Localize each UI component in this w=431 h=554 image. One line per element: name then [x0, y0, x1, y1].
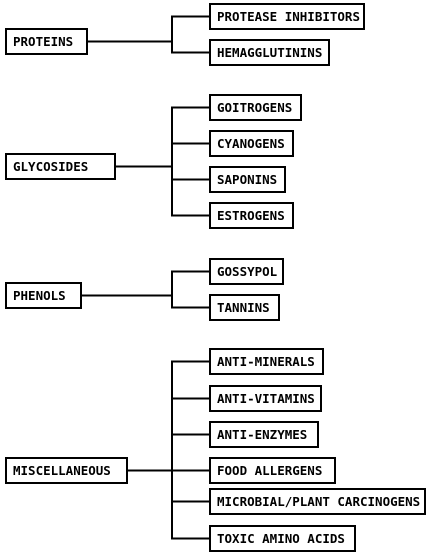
- item-box: [209, 457, 336, 484]
- category-label: MISCELLANEOUS: [13, 463, 111, 478]
- item-label: PROTEASE INHIBITORS: [217, 9, 360, 24]
- item-label: ANTI-ENZYMES: [217, 427, 307, 442]
- category-box: [5, 457, 128, 484]
- item-box: [209, 94, 302, 121]
- item-box: [209, 3, 365, 30]
- item-label: FOOD ALLERGENS: [217, 463, 322, 478]
- item-box: [209, 258, 284, 285]
- category-label: PHENOLS: [13, 288, 66, 303]
- category-label: GLYCOSIDES: [13, 159, 88, 174]
- item-box: [209, 348, 324, 375]
- category-box: [5, 282, 82, 309]
- item-label: HEMAGGLUTININS: [217, 45, 322, 60]
- item-box: [209, 130, 294, 157]
- item-label: CYANOGENS: [217, 136, 285, 151]
- item-label: TANNINS: [217, 300, 270, 315]
- item-label: ANTI-MINERALS: [217, 354, 315, 369]
- category-box: [5, 153, 116, 180]
- item-box: [209, 202, 294, 229]
- item-box: [209, 294, 280, 321]
- item-box: [209, 525, 356, 552]
- item-box: [209, 488, 426, 515]
- item-label: TOXIC AMINO ACIDS: [217, 531, 345, 546]
- item-box: [209, 39, 330, 66]
- item-box: [209, 385, 322, 412]
- category-box: [5, 28, 88, 55]
- item-label: MICROBIAL/PLANT CARCINOGENS: [217, 494, 420, 509]
- item-label: SAPONINS: [217, 172, 277, 187]
- item-label: ESTROGENS: [217, 208, 285, 223]
- item-label: GOITROGENS: [217, 100, 292, 115]
- item-box: [209, 421, 319, 448]
- item-label: GOSSYPOL: [217, 264, 278, 279]
- item-label: ANTI-VITAMINS: [217, 391, 315, 406]
- item-box: [209, 166, 286, 193]
- category-label: PROTEINS: [13, 34, 73, 49]
